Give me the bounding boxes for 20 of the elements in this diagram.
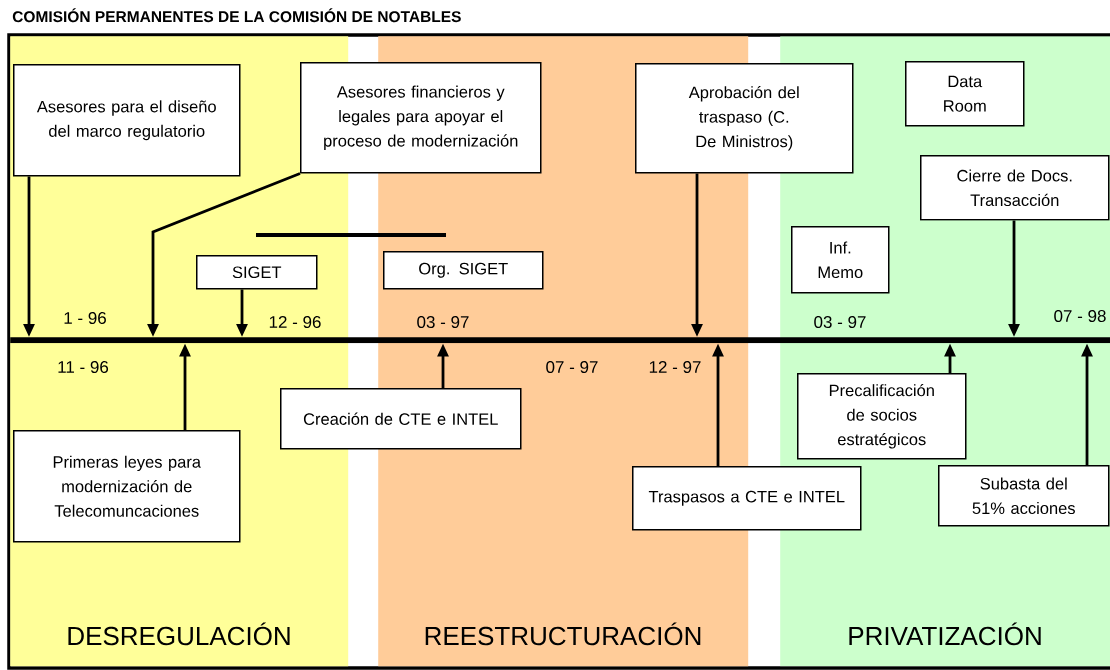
event-box: Aprobación del traspaso (C. De Ministros) (635, 63, 854, 174)
page-title: COMISIÓN PERMANENTES DE LA COMISIÓN DE NOTABLES (12, 8, 461, 23)
date-label: 12 - 97 (649, 361, 701, 374)
event-box: SIGET (196, 255, 318, 290)
event-box: Precalificación de socios estratégicos (797, 373, 967, 460)
event-box: Asesores para el diseño del marco regulatorio (13, 64, 241, 177)
event-box: Asesores financieros y legales para apoyar el proceso de modernización (300, 62, 542, 174)
event-box: Cierre de Docs. Transacción (920, 155, 1110, 221)
date-label: 11 - 96 (58, 361, 109, 374)
event-box: Data Room (905, 61, 1025, 127)
event-box: Primeras leyes para modernización de Telecomuncaciones (13, 430, 241, 543)
date-label: 07 - 97 (546, 361, 598, 374)
event-box: Inf. Memo (791, 226, 890, 294)
date-label: 03 - 97 (417, 316, 469, 329)
date-label: 12 - 96 (269, 316, 321, 329)
date-label: 03 - 97 (814, 316, 866, 329)
event-box: Traspasos a CTE e INTEL (632, 466, 862, 531)
event-box: Org. SIGET (383, 251, 544, 290)
event-box: Creación de CTE e INTEL (280, 388, 522, 450)
event-box: Subasta del 51% acciones (938, 465, 1110, 527)
